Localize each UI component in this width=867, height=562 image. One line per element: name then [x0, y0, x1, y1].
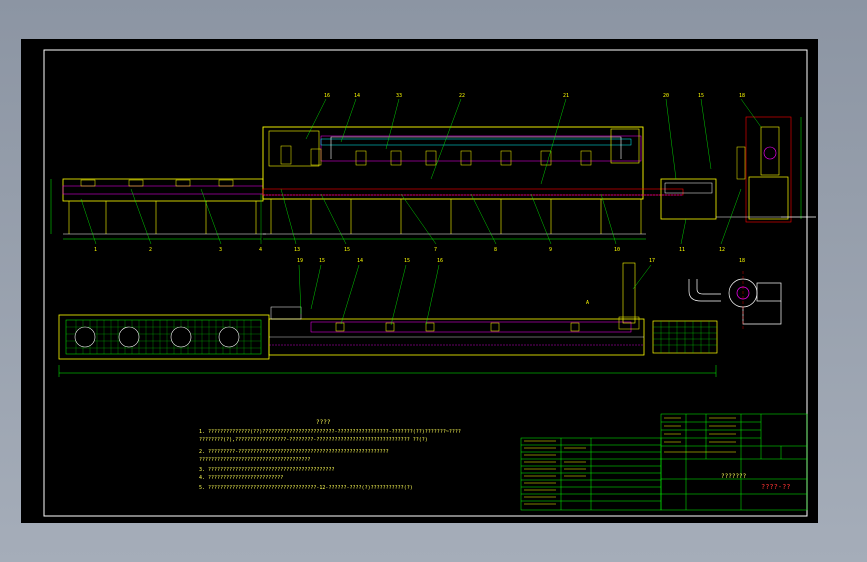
callout-3: 3	[219, 247, 222, 253]
cad-drawing: 16 14 33 22 21 20 15 18 1 2 3 4 13 15 7 …	[43, 49, 816, 517]
callout-15-top: 15	[698, 93, 704, 99]
callout-22: 22	[459, 93, 465, 99]
callout-2: 2	[149, 247, 152, 253]
note-1b: ????????(?),?????????????????-????????-?…	[199, 437, 428, 443]
cad-viewport[interactable]: 16 14 33 22 21 20 15 18 1 2 3 4 13 15 7 …	[21, 39, 818, 523]
note-4: 4. ?????????????????????????	[199, 475, 284, 481]
callout-16: 16	[324, 93, 330, 99]
callout-14: 14	[354, 93, 360, 99]
callout-18: 18	[739, 93, 745, 99]
callout-13: 13	[294, 247, 300, 253]
callout-21: 21	[563, 93, 569, 99]
note-1: 1. ??????????????(??)???????????????????…	[199, 429, 461, 435]
callout-20: 20	[663, 93, 669, 99]
callout-1: 1	[94, 247, 97, 253]
plan-callout-17: 17	[649, 258, 655, 264]
callout-12: 12	[719, 247, 725, 253]
approval-stamp: ????-??	[761, 483, 791, 491]
callout-33: 33	[396, 93, 402, 99]
callout-7: 7	[434, 247, 437, 253]
plan-callout-19: 19	[297, 258, 303, 264]
elevation-view	[50, 98, 816, 245]
title-block	[520, 413, 808, 511]
notes-title: ????	[316, 419, 331, 426]
note-3: 3. ?????????????????????????????????????…	[199, 467, 335, 473]
callout-8: 8	[494, 247, 497, 253]
callout-4: 4	[259, 247, 262, 253]
callout-15-bottom: 15	[344, 247, 350, 253]
plan-view	[58, 262, 718, 377]
drawing-name: ???????	[721, 473, 747, 480]
callout-11: 11	[679, 247, 685, 253]
note-5: 5. ????????????????????????????????????-…	[199, 485, 413, 491]
plan-callout-15a: 15	[319, 258, 325, 264]
section-mark: A	[586, 300, 589, 306]
sheet-border	[43, 49, 808, 517]
plan-callout-14: 14	[357, 258, 363, 264]
plan-callout-15b: 15	[404, 258, 410, 264]
note-2b: ?????????????????????????????????????	[199, 457, 311, 463]
detail-mark: 18	[739, 258, 745, 264]
fan-detail	[688, 271, 782, 329]
callout-9: 9	[549, 247, 552, 253]
callout-10: 10	[614, 247, 620, 253]
plan-callout-16: 16	[437, 258, 443, 264]
note-2: 2. ?????????-???????????????????????????…	[199, 449, 389, 455]
